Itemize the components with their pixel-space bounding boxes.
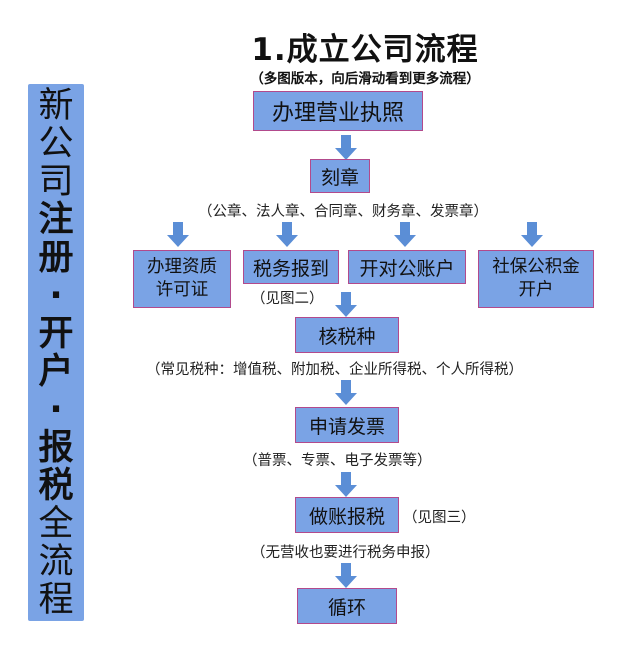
arrow-down-icon	[394, 222, 416, 248]
banner-char: 程	[38, 579, 74, 620]
step-bookkeeping-tax-filing: 做账报税	[295, 497, 399, 533]
step-tax-registration: 税务报到	[243, 250, 339, 284]
arrow-down-icon	[167, 222, 189, 248]
banner-char: 流	[38, 541, 74, 582]
banner-dot: ·	[49, 275, 63, 316]
vertical-banner: 新 公 司 注 册 · 开 户 · 报 税 全 流 程	[28, 84, 84, 621]
banner-char: 新	[38, 85, 74, 126]
banner-char: 册	[38, 237, 74, 278]
banner-dot: ·	[49, 389, 63, 430]
banner-char: 公	[38, 123, 74, 164]
arrow-down-icon	[335, 472, 357, 498]
step-tax-type: 核税种	[295, 317, 399, 353]
banner-char: 报	[38, 427, 74, 468]
step-seal: 刻章	[310, 159, 370, 193]
page-title: 1.成立公司流程	[251, 32, 479, 68]
note-seal-types: （公章、法人章、合同章、财务章、发票章）	[198, 204, 488, 220]
step-cycle: 循环	[297, 588, 397, 624]
arrow-down-icon	[335, 380, 357, 406]
step-corporate-bank-account: 开对公账户	[348, 250, 466, 284]
arrow-down-icon	[335, 292, 357, 318]
banner-char: 司	[38, 161, 74, 202]
note-invoice-types: （普票、专票、电子发票等）	[243, 453, 432, 469]
note-see-figure-3: （见图三）	[403, 510, 476, 526]
arrow-down-icon	[335, 563, 357, 589]
arrow-down-icon	[276, 222, 298, 248]
banner-char: 开	[38, 313, 74, 354]
banner-char: 税	[38, 465, 74, 506]
arrow-down-icon	[521, 222, 543, 248]
note-tax-types: （常见税种：增值税、附加税、企业所得税、个人所得税）	[146, 362, 523, 378]
step-apply-invoice: 申请发票	[295, 407, 399, 443]
step-business-license: 办理营业执照	[253, 91, 423, 131]
arrow-down-icon	[335, 135, 357, 161]
note-no-revenue: （无营收也要进行税务申报）	[251, 545, 440, 561]
page-subtitle: （多图版本，向后滑动看到更多流程）	[250, 71, 480, 87]
banner-char: 户	[38, 351, 74, 392]
step-qualification-license: 办理资质 许可证	[133, 250, 231, 308]
step-social-security-fund: 社保公积金 开户	[478, 250, 594, 308]
note-see-figure-2: （见图二）	[251, 291, 324, 307]
banner-char: 注	[38, 199, 74, 240]
banner-char: 全	[38, 503, 74, 544]
